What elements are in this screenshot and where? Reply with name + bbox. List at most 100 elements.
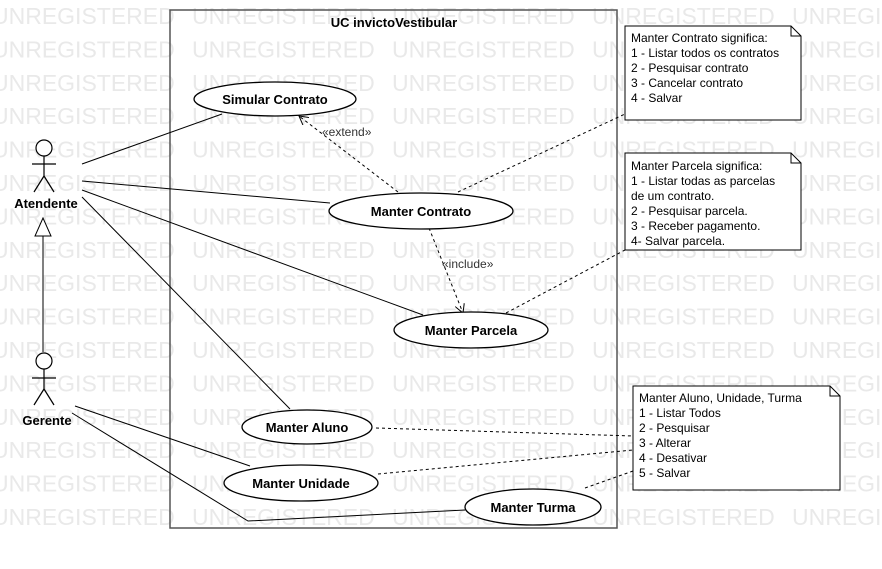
note-line: 1 - Listar todos os contratos <box>631 46 779 60</box>
usecase-manter-contrato[interactable]: Manter Contrato <box>328 192 514 230</box>
stick-figure-icon <box>32 139 56 193</box>
system-boundary <box>169 9 618 529</box>
usecase-label: Manter Unidade <box>252 476 350 491</box>
watermark-text: UNREGISTERED <box>0 304 175 330</box>
note-text: Manter Contrato significa: 1 - Listar to… <box>631 31 782 105</box>
watermark-text: UNREGISTERED <box>792 137 882 163</box>
watermark-text: UNREGISTERED <box>192 304 375 330</box>
watermark-text: UNREGISTERED <box>192 137 375 163</box>
watermark-text: UNREGISTERED <box>0 437 175 463</box>
assoc-atendente-simular <box>81 113 223 165</box>
watermark-text: UNREGISTERED <box>392 437 575 463</box>
usecase-manter-aluno[interactable]: Manter Aluno <box>241 409 373 445</box>
watermark-text: UNREGISTERED <box>192 504 375 530</box>
usecase-manter-unidade[interactable]: Manter Unidade <box>223 464 379 502</box>
watermark-text: UNREGISTERED <box>792 36 882 62</box>
watermark-text: UNREGISTERED <box>0 103 175 129</box>
note-anchors <box>375 113 634 489</box>
watermark-text: UNREGISTERED <box>0 237 175 263</box>
watermark-text: UNREGISTERED <box>0 70 175 96</box>
note-line: 2 - Pesquisar parcela. <box>631 204 748 218</box>
extend-label: «extend» <box>322 125 372 139</box>
note-manter-parcela[interactable]: Manter Parcela significa: 1 - Listar tod… <box>624 152 802 251</box>
note-manter-contrato[interactable]: Manter Contrato significa: 1 - Listar to… <box>624 25 802 121</box>
actor-atendente[interactable]: Atendente <box>14 139 78 211</box>
usecase-manter-parcela[interactable]: Manter Parcela <box>393 311 549 349</box>
watermark-text: UNREGISTERED <box>0 203 175 229</box>
watermark-text: UNREGISTERED <box>592 337 775 363</box>
anchor-note-aluno-1 <box>375 427 634 437</box>
anchor-note-aluno-2 <box>377 449 634 475</box>
note-line: 2 - Pesquisar contrato <box>631 61 749 75</box>
usecase-manter-turma[interactable]: Manter Turma <box>464 488 602 526</box>
assoc-atendente-contrato <box>81 180 331 204</box>
usecase-label: Manter Turma <box>491 500 577 515</box>
watermark-text: UNREGISTERED <box>392 237 575 263</box>
watermark-text: UNREGISTERED <box>0 504 175 530</box>
note-line: 4- Salvar parcela. <box>631 234 725 248</box>
watermark-text: UNREGISTERED <box>0 3 175 29</box>
usecase-label: Manter Aluno <box>266 420 349 435</box>
watermark-text: UNREGISTERED <box>792 170 882 196</box>
note-line: 1 - Listar Todos <box>639 406 721 420</box>
watermark-text: UNREGISTERED <box>792 270 882 296</box>
watermark-text: UNREGISTERED <box>192 370 375 396</box>
watermark-text: UNREGISTERED <box>792 337 882 363</box>
watermark-text: UNREGISTERED <box>0 337 175 363</box>
watermark-text: UNREGISTERED <box>792 504 882 530</box>
watermark-text: UNREGISTERED <box>592 304 775 330</box>
watermark-text: UNREGISTERED <box>0 270 175 296</box>
note-line: Manter Parcela significa: <box>631 159 762 173</box>
note-line: 5 - Salvar <box>639 466 690 480</box>
watermark-text: UNREGISTERED <box>792 203 882 229</box>
watermark-text: UNREGISTERED <box>592 3 775 29</box>
watermark-text: UNREGISTERED <box>392 370 575 396</box>
extend-arrow <box>299 116 399 193</box>
note-manter-aluno-unidade-turma[interactable]: Manter Aluno, Unidade, Turma 1 - Listar … <box>632 385 841 491</box>
anchor-note-aluno-3 <box>584 470 634 489</box>
watermark-text: UNREGISTERED <box>392 137 575 163</box>
watermark-text: UNREGISTERED <box>392 270 575 296</box>
watermark-text: UNREGISTERED <box>392 36 575 62</box>
watermark-text: UNREGISTERED <box>792 3 882 29</box>
watermark-text: UNREGISTERED <box>0 404 175 430</box>
watermark-text: UNREGISTERED <box>792 237 882 263</box>
actor-gerente[interactable]: Gerente <box>22 352 72 428</box>
usecase-label: Simular Contrato <box>222 92 328 107</box>
watermark-text: UNREGISTERED <box>0 36 175 62</box>
note-line: 2 - Pesquisar <box>639 421 710 435</box>
watermark-text: UNREGISTERED <box>792 304 882 330</box>
assoc-atendente-parcela <box>81 189 424 316</box>
system-title: UC invictoVestibular <box>331 15 457 30</box>
watermark-text: UNREGISTERED <box>192 36 375 62</box>
anchor-note-parcela <box>505 249 626 314</box>
watermark-text: UNREGISTERED <box>392 170 575 196</box>
note-line: 4 - Desativar <box>639 451 707 465</box>
note-line: Manter Contrato significa: <box>631 31 768 45</box>
include-label: «include» <box>442 257 494 271</box>
watermark-text: UNREGISTERED <box>592 270 775 296</box>
usecase-label: Manter Parcela <box>425 323 518 338</box>
stick-figure-icon <box>32 352 56 406</box>
actor-label: Gerente <box>22 413 71 428</box>
anchor-note-contrato <box>457 113 626 193</box>
assoc-gerente-turma <box>71 412 466 522</box>
watermark-text: UNREGISTERED <box>392 404 575 430</box>
note-line: 1 - Listar todas as parcelas <box>631 174 775 188</box>
note-text: Manter Parcela significa: 1 - Listar tod… <box>631 159 778 248</box>
watermark-text: UNREGISTERED <box>0 370 175 396</box>
watermark-text: UNREGISTERED <box>392 3 575 29</box>
watermark-text: UNREGISTERED <box>192 270 375 296</box>
note-line: 3 - Cancelar contrato <box>631 76 743 90</box>
watermark-text: UNREGISTERED <box>192 170 375 196</box>
watermark-text: UNREGISTERED <box>192 337 375 363</box>
generalization-arrowhead <box>34 216 52 237</box>
associations <box>71 113 466 522</box>
usecase-label: Manter Contrato <box>371 204 471 219</box>
watermark-text: UNREGISTERED <box>792 103 882 129</box>
usecase-simular-contrato[interactable]: Simular Contrato <box>193 81 357 117</box>
note-line: 3 - Alterar <box>639 436 691 450</box>
watermark-text: UNREGISTERED <box>0 471 175 497</box>
assoc-gerente-unidade <box>74 405 251 467</box>
